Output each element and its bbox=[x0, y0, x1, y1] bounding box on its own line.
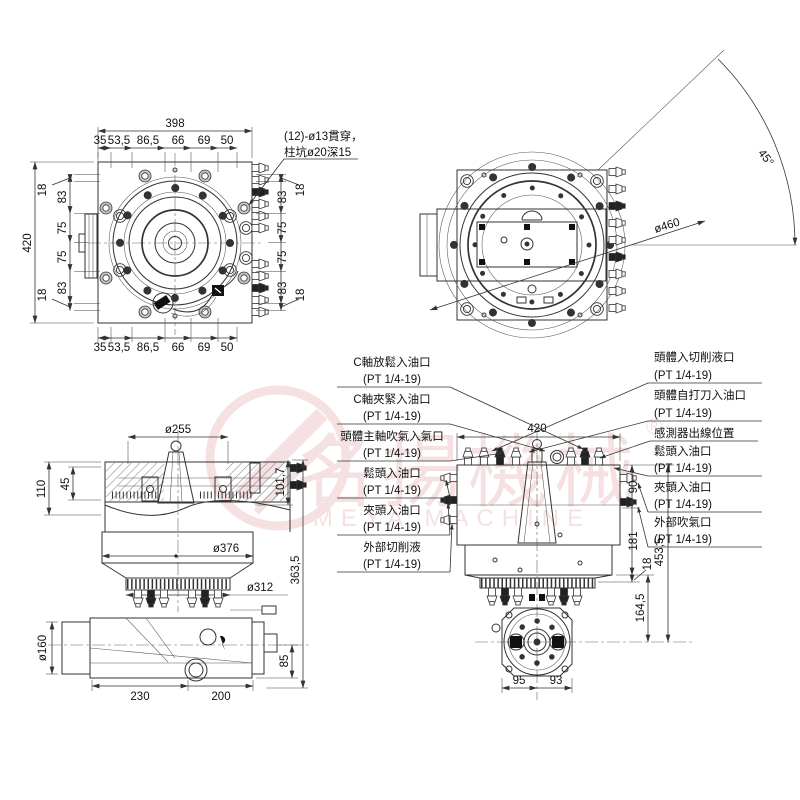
dim-plan-h0b: 35 bbox=[94, 342, 107, 354]
port-label-spec: (PT 1/4-19) bbox=[363, 411, 421, 423]
dim-plan-h4b: 69 bbox=[198, 342, 211, 354]
dim-164-5: 164,5 bbox=[635, 594, 647, 623]
port-label-spec: (PT 1/4-19) bbox=[654, 534, 712, 546]
dim-363-5: 363,5 bbox=[290, 556, 302, 585]
dim-swing-diameter: ø460 bbox=[653, 217, 682, 236]
front-view: 420 90 181 18 164,5 453,5 95 93 bbox=[440, 423, 695, 700]
port-label-spec: (PT 1/4-19) bbox=[654, 370, 712, 382]
dim-plan-h0: 35 bbox=[94, 135, 107, 147]
port-label-spec: (PT 1/4-19) bbox=[654, 463, 712, 475]
dim-plan-h5: 50 bbox=[221, 135, 234, 147]
port-labels-left: C軸放鬆入油口 (PT 1/4-19) C軸夾緊入油口 (PT 1/4-19) … bbox=[337, 355, 584, 573]
port-label-name: C軸放鬆入油口 bbox=[353, 355, 430, 369]
dim-85: 85 bbox=[279, 655, 291, 668]
dim-d160: ø160 bbox=[37, 635, 49, 661]
dim-plan-v4r: 83 bbox=[277, 282, 289, 295]
dim-swivel-angle: 45° bbox=[755, 148, 775, 169]
port-label-spec: (PT 1/4-19) bbox=[654, 499, 712, 511]
port-label-name: 鬆頭入油口 bbox=[363, 466, 421, 480]
port-label-spec: (PT 1/4-19) bbox=[363, 448, 421, 460]
side-view: ø376 ø312 ø160 85 230 200 bbox=[36, 424, 310, 703]
port-label-name: 頭體入切削液口 bbox=[654, 350, 735, 364]
watermark-cjk: 名揚機械 bbox=[296, 428, 640, 517]
company-watermark: 名揚機械 ® MEYA MACHINE bbox=[205, 385, 662, 532]
port-label-name: 夾頭入油口 bbox=[363, 503, 421, 517]
swivel-fittings bbox=[608, 166, 626, 314]
dim-plan-v5: 18 bbox=[37, 289, 49, 302]
dim-plan-v1: 83 bbox=[57, 191, 69, 204]
port-label-name: 感測器出線位置 bbox=[654, 426, 735, 440]
port-label-spec: (PT 1/4-19) bbox=[363, 374, 421, 386]
dim-plan-h1: 53,5 bbox=[108, 135, 130, 147]
plan-fittings bbox=[251, 162, 269, 318]
dim-plan-h5b: 50 bbox=[221, 342, 234, 354]
port-label-name: 鬆頭入油口 bbox=[654, 444, 712, 458]
dim-200: 200 bbox=[211, 691, 230, 703]
plan-view: 398 35 53,5 86,5 66 69 50 35 53,5 86,5 6… bbox=[22, 118, 363, 354]
dim-plan-v0: 18 bbox=[37, 184, 49, 197]
dim-plan-h1b: 53,5 bbox=[108, 342, 130, 354]
dim-95: 95 bbox=[513, 675, 526, 687]
dim-plan-v3: 75 bbox=[57, 251, 69, 264]
dim-plan-v4: 83 bbox=[57, 282, 69, 295]
dim-plan-v5r: 18 bbox=[295, 289, 307, 302]
port-label-spec: (PT 1/4-19) bbox=[363, 559, 421, 571]
dim-plan-v0r: 18 bbox=[295, 184, 307, 197]
port-label-name: 外部吹氣口 bbox=[654, 515, 712, 529]
port-label-spec: (PT 1/4-19) bbox=[363, 522, 421, 534]
dim-90: 90 bbox=[628, 481, 640, 494]
dim-45: 45 bbox=[60, 478, 72, 491]
dim-d376: ø376 bbox=[213, 543, 239, 555]
dim-420: 420 bbox=[527, 423, 546, 435]
port-labels-right: 頭體入切削液口 (PT 1/4-19) 頭體自打刀入油口 (PT 1/4-19)… bbox=[491, 350, 762, 548]
swivel-view: ø460 45° bbox=[419, 49, 798, 339]
dim-plan-v2r: 75 bbox=[277, 222, 289, 235]
dim-110: 110 bbox=[36, 480, 48, 498]
dim-d255: ø255 bbox=[165, 424, 191, 436]
port-label-name: 頭體主軸吹氣入氣口 bbox=[340, 429, 444, 443]
dim-plan-total-height: 420 bbox=[22, 233, 34, 252]
dim-plan-h3: 66 bbox=[172, 135, 185, 147]
port-label-name: 頭體自打刀入油口 bbox=[654, 388, 746, 402]
dim-101-7: 101,7 bbox=[275, 468, 287, 497]
dim-230: 230 bbox=[130, 691, 149, 703]
hole-note-line2: 柱坑ø20深15 bbox=[284, 145, 351, 159]
dim-plan-h4: 69 bbox=[198, 135, 211, 147]
watermark-registered: ® bbox=[646, 414, 662, 439]
dim-18: 18 bbox=[642, 558, 654, 571]
port-label-spec: (PT 1/4-19) bbox=[363, 485, 421, 497]
port-label-spec: (PT 1/4-19) bbox=[654, 408, 712, 420]
port-label-name: 夾頭入油口 bbox=[654, 480, 712, 494]
dim-plan-h2b: 86,5 bbox=[137, 342, 159, 354]
dim-plan-h3b: 66 bbox=[172, 342, 185, 354]
dim-plan-v3r: 75 bbox=[277, 251, 289, 264]
dim-plan-v2: 75 bbox=[57, 222, 69, 235]
port-label-name: 外部切削液 bbox=[363, 540, 421, 554]
dim-93: 93 bbox=[550, 675, 563, 687]
dim-181: 181 bbox=[628, 531, 640, 550]
dim-453-5: 453,5 bbox=[654, 538, 666, 567]
dim-plan-v1r: 83 bbox=[277, 191, 289, 204]
dim-plan-h2: 86,5 bbox=[137, 135, 159, 147]
hole-note-line1: (12)-ø13貫穿， bbox=[284, 129, 363, 143]
dim-d312: ø312 bbox=[247, 582, 273, 594]
port-label-name: C軸夾緊入油口 bbox=[353, 392, 430, 406]
dim-plan-total-width: 398 bbox=[165, 118, 184, 130]
